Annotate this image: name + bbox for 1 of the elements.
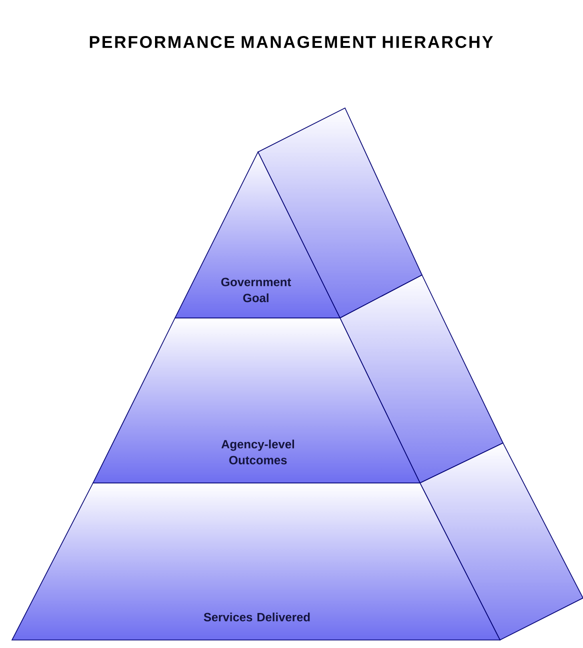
title: PERFORMANCE MANAGEMENT HIERARCHY xyxy=(90,36,493,48)
